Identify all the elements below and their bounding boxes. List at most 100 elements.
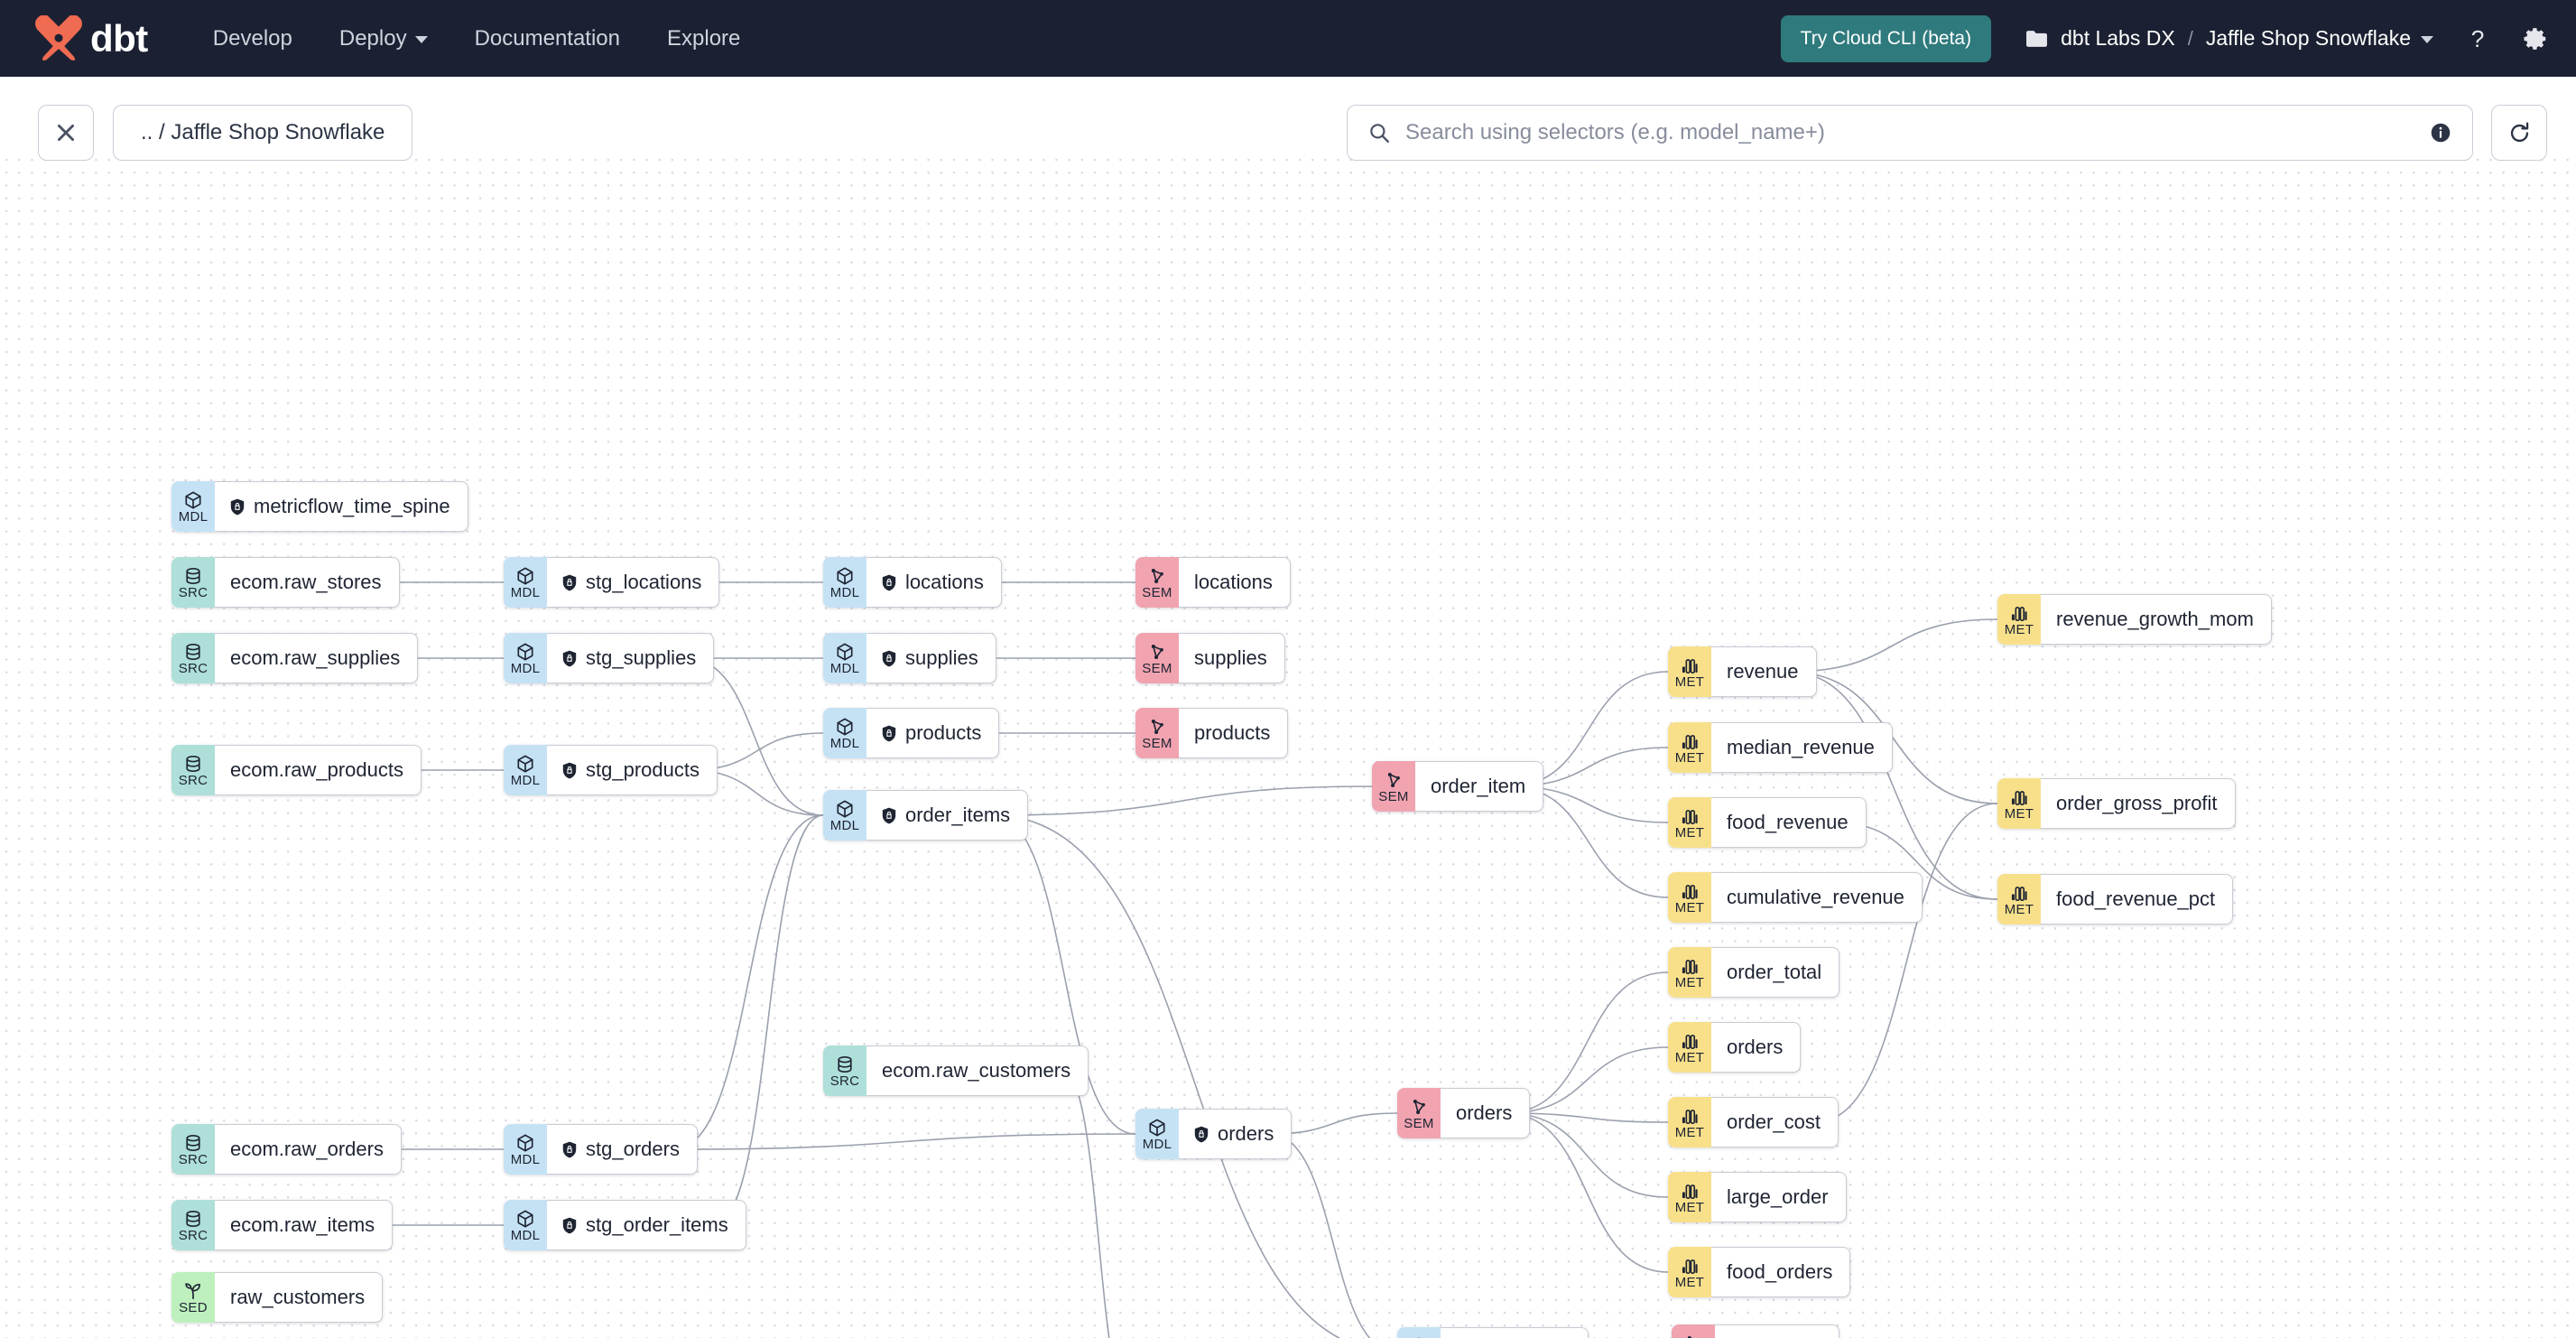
node-label: ecom.raw_orders [230,1138,384,1160]
try-cloud-cli-button[interactable]: Try Cloud CLI (beta) [1780,14,1992,62]
node-type-label: MDL [829,818,860,834]
nav-link-develop[interactable]: Develop [213,26,292,51]
gear-icon[interactable] [2522,25,2549,52]
bar-chart-icon [1682,960,1698,975]
node-label: order_gross_profit [2056,792,2218,814]
dbt-wordmark: dbt [90,16,148,60]
graph-node-mdl_products[interactable]: MDL products [823,708,1000,758]
node-label: products [905,721,982,744]
cube-icon [1149,1119,1165,1137]
top-navigation-bar: dbt Develop Deploy Documentation Explore… [0,0,2576,77]
node-body: stg_order_items [547,1200,746,1250]
search-bar[interactable] [1347,105,2473,161]
question-mark-icon[interactable]: ? [2464,25,2491,52]
node-body: order_item [1415,761,1544,812]
nav-link-explore[interactable]: Explore [667,26,740,51]
info-circle-icon[interactable] [2429,121,2452,144]
close-button[interactable] [38,105,94,161]
node-label: cumulative_revenue [1727,886,1904,908]
shield-lock-icon [882,725,896,741]
node-type-label: SRC [829,1073,860,1090]
node-label: products [1194,721,1271,744]
semantic-graph-icon [1687,1336,1691,1338]
lineage-edge [672,1133,1136,1150]
node-type-badge-mdl: MDL [823,708,866,758]
node-body: food_revenue_pct [2041,874,2234,925]
search-input[interactable] [1405,120,2414,145]
dbt-logo[interactable]: dbt [32,14,148,62]
node-body: customers [1715,1324,1840,1338]
node-type-label: MDL [510,661,541,677]
node-type-glyph [1680,806,1700,826]
chevron-down-icon [2421,36,2433,43]
node-label: locations [905,571,984,593]
account-name[interactable]: dbt Labs DX [2061,26,2175,50]
project-selector[interactable]: Jaffle Shop Snowflake [2206,26,2433,51]
bar-chart-icon [1682,659,1698,674]
node-body: stg_supplies [547,633,715,683]
node-body: locations [866,557,1002,608]
node-type-badge-sem: SEM [1135,633,1179,683]
node-type-badge-met: MET [1668,1247,1711,1297]
lineage-edge [1787,671,1998,900]
node-type-label: SRC [178,585,208,601]
node-type-glyph [183,490,203,510]
nav-link-deploy[interactable]: Deploy [339,26,428,51]
breadcrumb-button[interactable]: .. / Jaffle Shop Snowflake [113,105,413,161]
refresh-button[interactable] [2491,105,2547,161]
node-body: stg_locations [547,557,720,608]
node-type-label: MET [1674,900,1705,916]
nav-link-documentation[interactable]: Documentation [475,26,620,51]
graph-node-sem_customers[interactable]: SEMcustomers [1672,1324,1840,1338]
bar-chart-icon [1682,885,1698,900]
node-type-glyph [515,566,535,586]
node-type-label: MDL [510,1152,541,1168]
node-type-badge-src: SRC [171,745,215,795]
graph-node-mdl_customers[interactable]: MDLcustomers [1397,1327,1589,1338]
graph-node-met_cumulative_revenue[interactable]: MET cumulative_revenue [1668,872,1923,923]
graph-node-stg_supplies[interactable]: MDL stg_supplies [504,633,715,683]
lineage-edge [712,814,824,1226]
cube-icon [517,567,533,585]
semantic-graph-icon [1151,569,1163,584]
node-type-badge-met: MET [1668,797,1711,848]
node-type-glyph [2009,787,2029,807]
node-type-badge-mdl: MDL [823,633,866,683]
bar-chart-icon [2011,607,2027,622]
folder-icon [2026,31,2048,47]
lineage-edge [1268,1133,1371,1338]
